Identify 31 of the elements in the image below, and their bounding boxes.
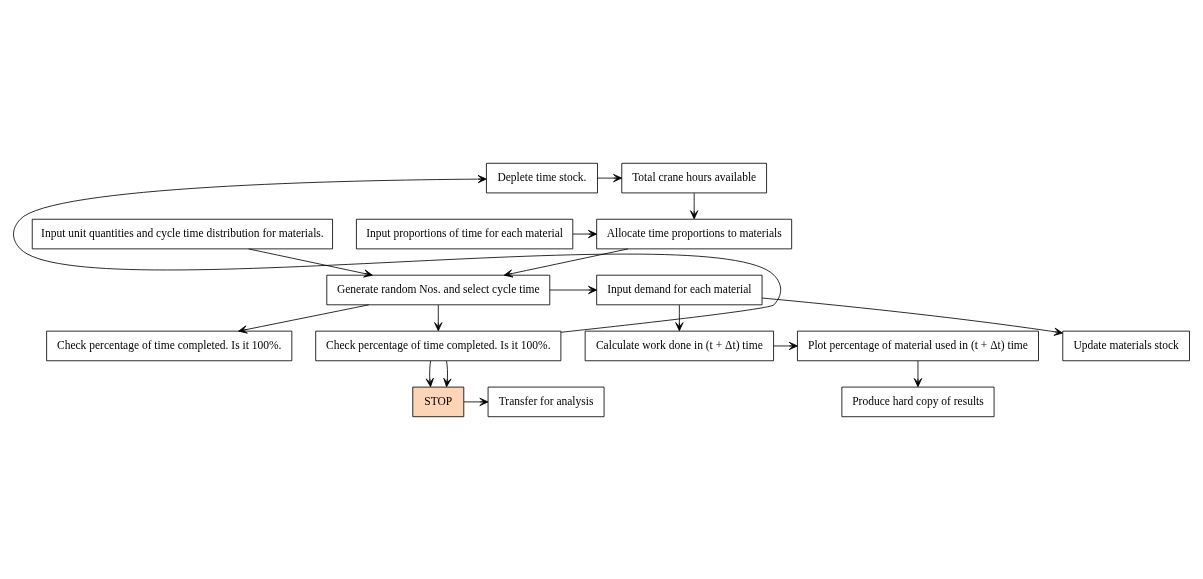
- arrow: [443, 360, 452, 387]
- arrow: [572, 229, 597, 238]
- node-box: Transfer for analysis: [487, 386, 605, 417]
- node-box: Calculate work done in (t + Δt) time: [584, 330, 774, 361]
- arrow: [503, 248, 629, 277]
- arrow: [425, 360, 434, 387]
- arrow: [690, 192, 699, 219]
- node-box: Deplete time stock.: [486, 162, 598, 193]
- arrow: [434, 304, 443, 331]
- node-box: Update materials stock: [1062, 330, 1190, 361]
- node-box: Generate random Nos. and select cycle time: [326, 274, 551, 305]
- arrow: [913, 360, 923, 387]
- arrow: [675, 304, 684, 331]
- node-box: Produce hard copy of results: [841, 386, 995, 417]
- arrow: [773, 341, 798, 350]
- arrow: [13, 174, 782, 333]
- arrow: [248, 248, 373, 277]
- node-box: Input proportions of time for each material: [356, 218, 574, 249]
- arrow: [549, 285, 598, 294]
- node-box: Check percentage of time completed. Is it 100%.: [315, 330, 562, 361]
- node-box: Allocate time proportions to materials: [596, 218, 793, 249]
- arrow: [238, 303, 370, 334]
- arrow: [761, 297, 1063, 336]
- node-box: Total crane hours available: [621, 162, 767, 193]
- node-box: Input unit quantities and cycle time distribution for materials.: [31, 218, 333, 249]
- node-box: Plot percentage of material used in (t + Δt) time: [797, 330, 1039, 361]
- node-box: Input demand for each material: [596, 274, 763, 305]
- node-box: STOP: [412, 386, 465, 417]
- arrow: [597, 173, 623, 182]
- arrow: [463, 397, 489, 406]
- node-box: Check percentage of time completed. Is it 100%.: [46, 330, 293, 361]
